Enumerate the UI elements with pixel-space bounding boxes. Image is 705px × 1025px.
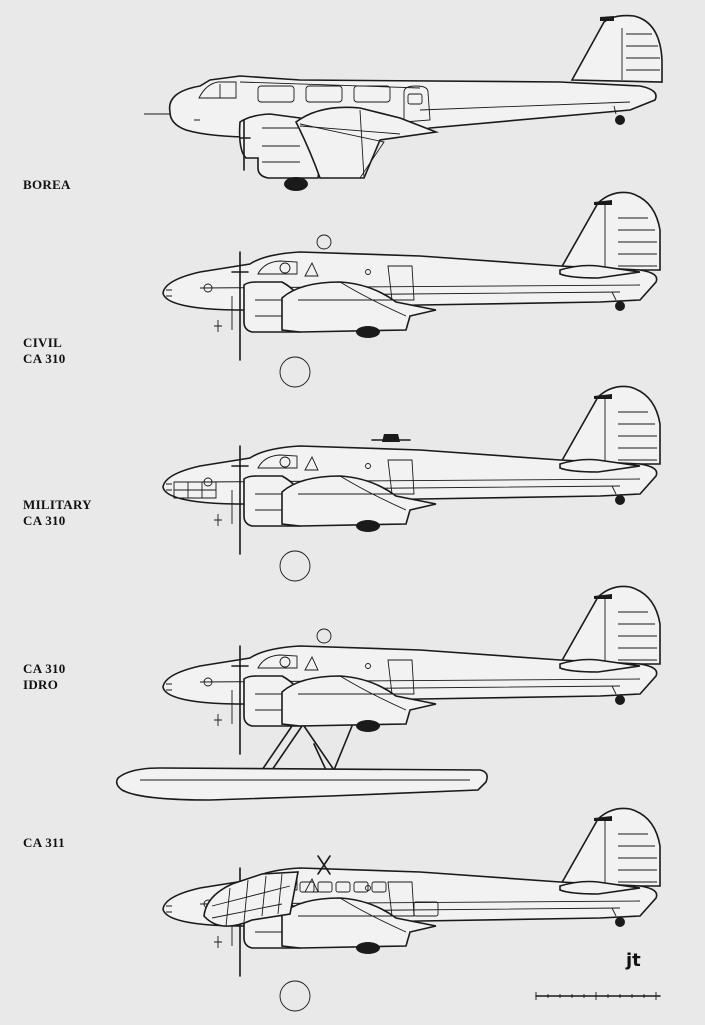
label-idro-line1: CA 310 — [23, 661, 66, 676]
aircraft-civil-ca310 — [162, 191, 661, 388]
artist-signature: jt — [626, 950, 641, 971]
label-civil-line2: CA 310 — [23, 351, 66, 366]
label-idro-line2: IDRO — [23, 677, 59, 692]
label-borea-text: BOREA — [23, 177, 71, 192]
label-ca310-idro: CA 310 IDRO — [23, 661, 66, 693]
scale-bar — [535, 992, 661, 1000]
aircraft-ca310-idro — [162, 585, 661, 771]
label-borea: BOREA — [23, 177, 71, 193]
aircraft-military-ca310 — [162, 385, 661, 582]
label-civil-ca310: CIVIL CA 310 — [23, 335, 66, 367]
label-military-ca310: MILITARY CA 310 — [23, 497, 92, 529]
label-civil-line1: CIVIL — [23, 335, 63, 350]
label-military-line1: MILITARY — [23, 497, 92, 512]
aircraft-borea — [144, 14, 663, 191]
aircraft-ca311 — [162, 807, 661, 1012]
idro-float — [115, 767, 488, 801]
label-military-line2: CA 310 — [23, 513, 66, 528]
label-ca311: CA 311 — [23, 835, 65, 851]
label-ca311-text: CA 311 — [23, 835, 65, 850]
